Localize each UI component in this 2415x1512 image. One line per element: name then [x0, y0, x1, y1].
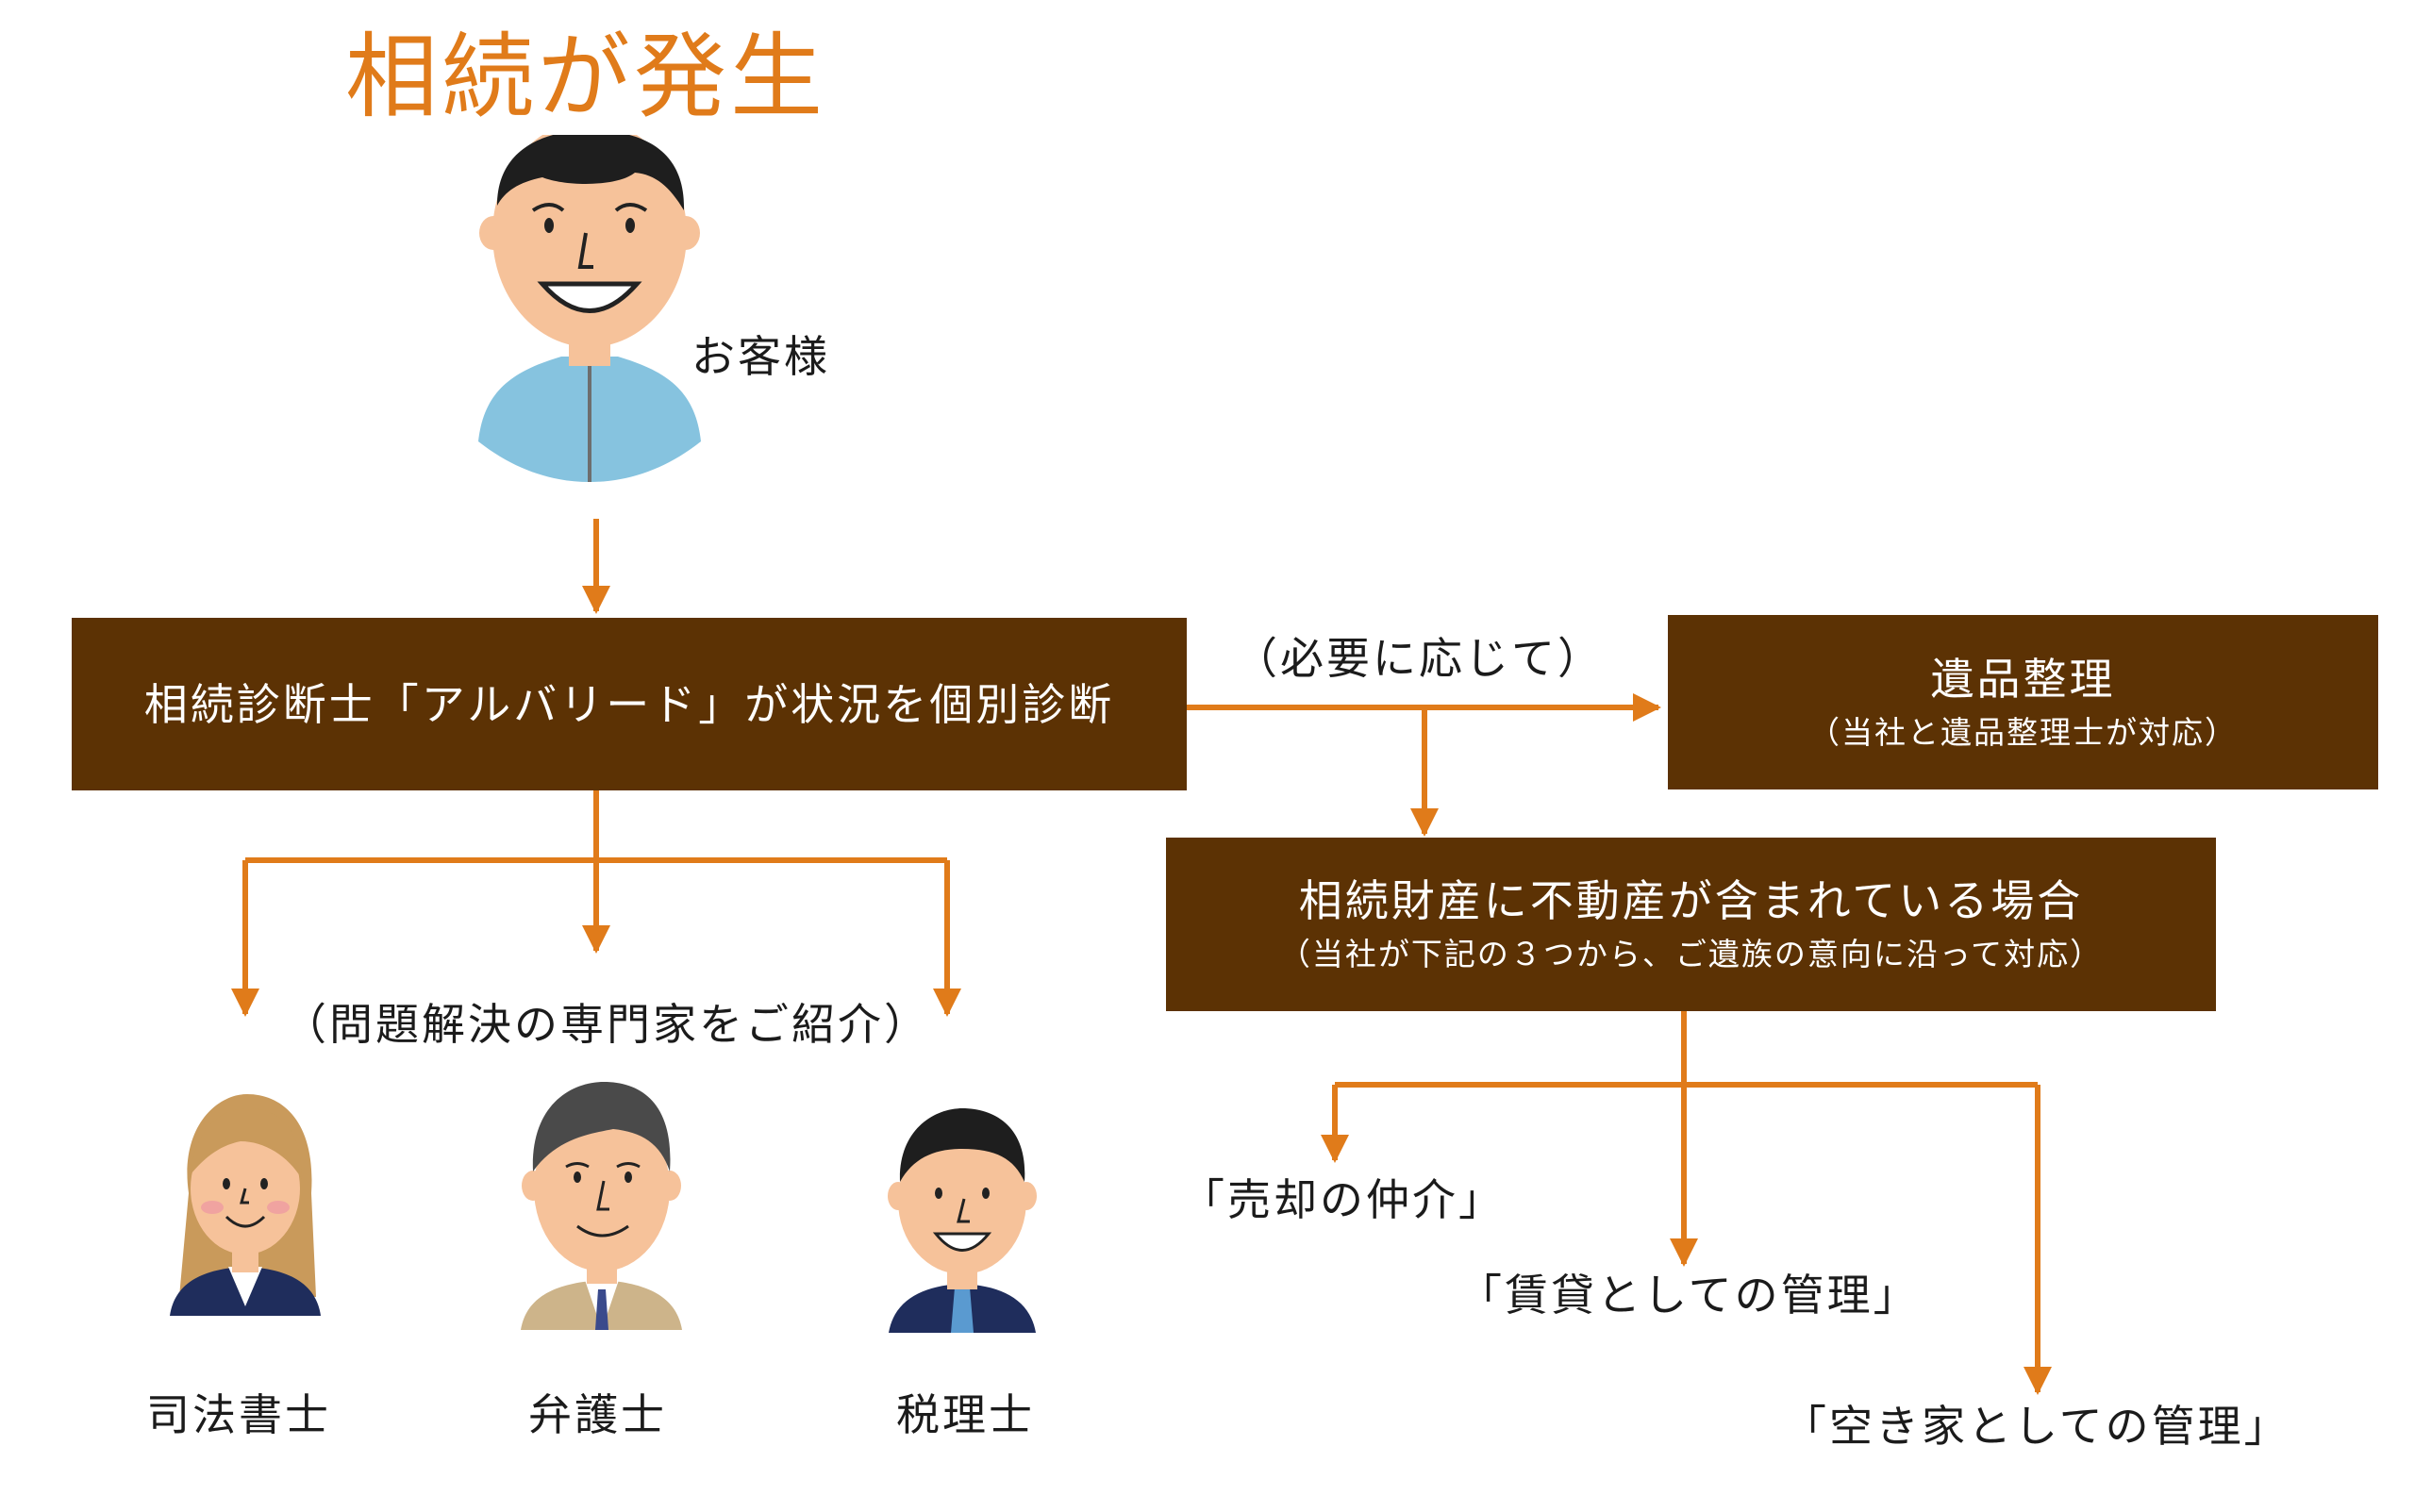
- estate-cleanup-box: 遺品整理 （当社と遺品整理士が対応）: [1668, 615, 2378, 789]
- estate-cleanup-title: 遺品整理: [1930, 653, 2116, 705]
- option-vacant: 「空き家としての管理」: [1783, 1401, 2290, 1452]
- shihoshoshi-illustration: [170, 1094, 321, 1316]
- accountant-hair: [899, 1108, 1025, 1182]
- real-estate-box: 相続財産に不動産が含まれている場合 （当社が下記の３つから、ご遺族の意向に沿って…: [1166, 838, 2216, 1011]
- page-title: 相続が発生: [345, 24, 827, 131]
- bengoshi-illustration: [521, 1082, 682, 1330]
- option-rental: 「賃貸としての管理」: [1458, 1270, 1920, 1321]
- real-estate-title: 相続財産に不動産が含まれている場合: [1298, 875, 2084, 926]
- expert-label-bengoshi: 弁護士: [528, 1389, 667, 1440]
- diagnosis-box: 相続診断士「アルバリード」が状況を個別診断: [72, 618, 1187, 790]
- customer-illustration: [478, 135, 701, 482]
- zeirishi-illustration: [888, 1108, 1037, 1333]
- expert-label-shihoshoshi: 司法書士: [146, 1389, 331, 1440]
- customer-label: お客様: [691, 331, 830, 382]
- customer-hair: [497, 135, 685, 210]
- customer-face: [492, 135, 687, 347]
- woman-hair-front: [191, 1108, 302, 1179]
- option-sale: 「売却の仲介」: [1181, 1174, 1505, 1225]
- experts-caption: （問題解決の専門家をご紹介）: [283, 999, 930, 1050]
- as-needed-label: （必要に応じて）: [1234, 633, 1604, 684]
- diagnosis-box-label: 相続診断士「アルバリード」が状況を個別診断: [143, 678, 1115, 730]
- customer-zipper: [588, 359, 591, 482]
- expert-label-zeirishi: 税理士: [896, 1389, 1035, 1440]
- lawyer-hair: [532, 1082, 671, 1171]
- estate-cleanup-subtitle: （当社と遺品整理士が対応）: [1808, 713, 2238, 751]
- real-estate-subtitle: （当社が下記の３つから、ご遺族の意向に沿って対応）: [1278, 936, 2104, 972]
